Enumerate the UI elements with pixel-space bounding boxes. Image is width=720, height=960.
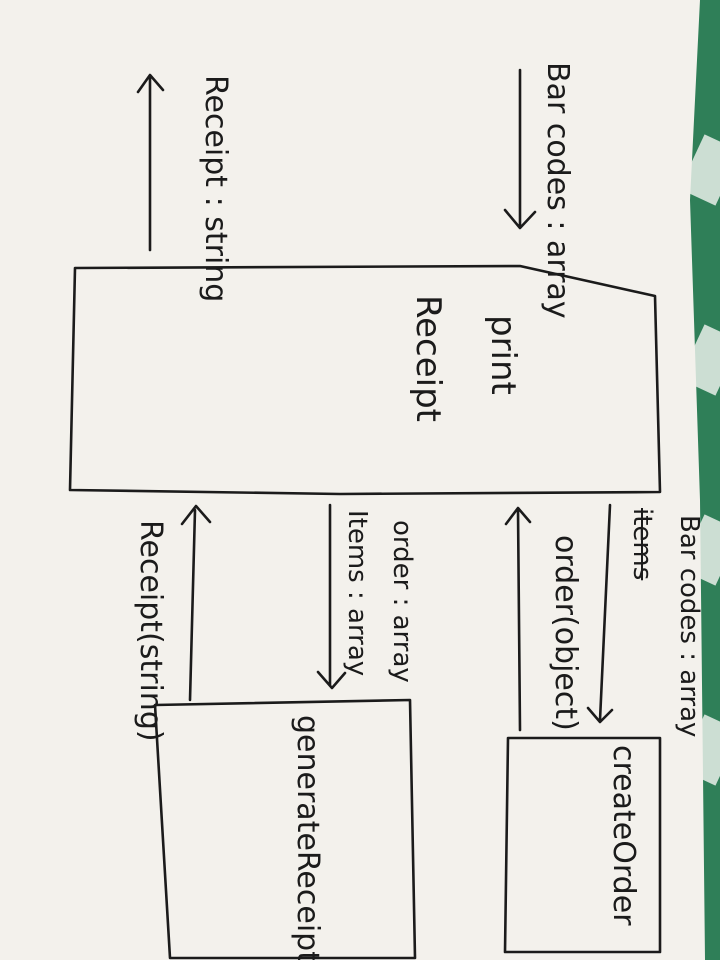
create-order-input-struck: items bbox=[627, 508, 657, 581]
create-order-input-label: Bar codes : array bbox=[674, 515, 704, 738]
print-receipt-box bbox=[68, 264, 662, 496]
create-order-box-label: createOrder bbox=[606, 745, 641, 926]
generate-input-label-items: Items : array bbox=[342, 510, 372, 677]
barcodes-to-create-order-arrow bbox=[586, 503, 614, 724]
order-to-generate-arrow bbox=[316, 503, 347, 690]
receipt-return-arrow bbox=[180, 504, 212, 702]
generate-receipt-box-label: generateReceipt bbox=[290, 715, 325, 960]
generate-receipt-box bbox=[153, 698, 417, 960]
generate-output-label: Receipt(string) bbox=[133, 520, 168, 742]
generate-input-label-order: order : array bbox=[387, 520, 417, 683]
create-order-box bbox=[503, 736, 662, 954]
create-order-output-label: order(object) bbox=[548, 535, 583, 731]
paper-background bbox=[0, 0, 705, 960]
main-output-label: Receipt : string bbox=[198, 75, 233, 303]
main-box-label-receipt: Receipt bbox=[408, 295, 448, 422]
main-input-label: Bar codes : array bbox=[540, 62, 575, 319]
main-box-label-print: print bbox=[483, 315, 523, 395]
barcodes-input-arrow bbox=[503, 68, 537, 230]
receipt-output-arrow bbox=[136, 73, 165, 252]
order-return-arrow bbox=[504, 506, 532, 732]
